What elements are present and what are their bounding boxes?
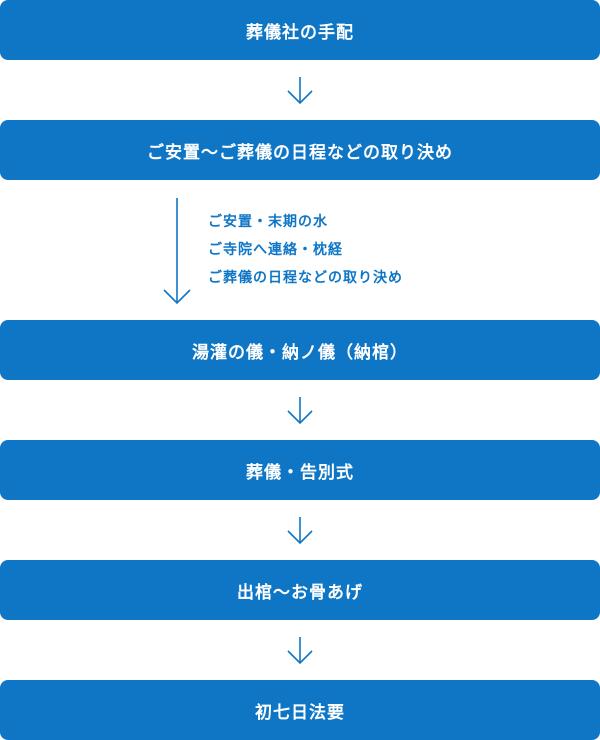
step-label: 初七日法要 (255, 702, 345, 723)
arrow-down-icon (287, 397, 313, 425)
step-box-funeral-ceremony: 葬儀・告別式 (0, 440, 600, 500)
step-label: ご安置〜ご葬儀の日程などの取り決め (147, 142, 453, 163)
step-box-placement-and-schedule: ご安置〜ご葬儀の日程などの取り決め (0, 120, 600, 180)
arrow-down-icon (287, 637, 313, 665)
step-box-arrange-funeral-company: 葬儀社の手配 (0, 0, 600, 60)
step-label: 葬儀・告別式 (246, 462, 354, 483)
step-label: 湯灌の儀・納ノ儀（納棺） (192, 342, 408, 363)
arrow-down-icon (287, 77, 313, 105)
step-label: 出棺〜お骨あげ (237, 582, 363, 603)
arrow-down-icon (287, 517, 313, 545)
step-box-yukan-and-encoffining: 湯灌の儀・納ノ儀（納棺） (0, 320, 600, 380)
note-item: ご安置・末期の水 (208, 214, 328, 230)
note-item: ご寺院へ連絡・枕経 (208, 242, 343, 258)
arrow-down-icon (163, 198, 191, 305)
sub-step-notes: ご安置・末期の水 ご寺院へ連絡・枕経 ご葬儀の日程などの取り決め (208, 208, 403, 292)
step-box-seventh-day-memorial: 初七日法要 (0, 680, 600, 740)
step-box-departure-and-bone-collection: 出棺〜お骨あげ (0, 560, 600, 620)
step-label: 葬儀社の手配 (246, 22, 354, 43)
note-item: ご葬儀の日程などの取り決め (208, 270, 403, 286)
